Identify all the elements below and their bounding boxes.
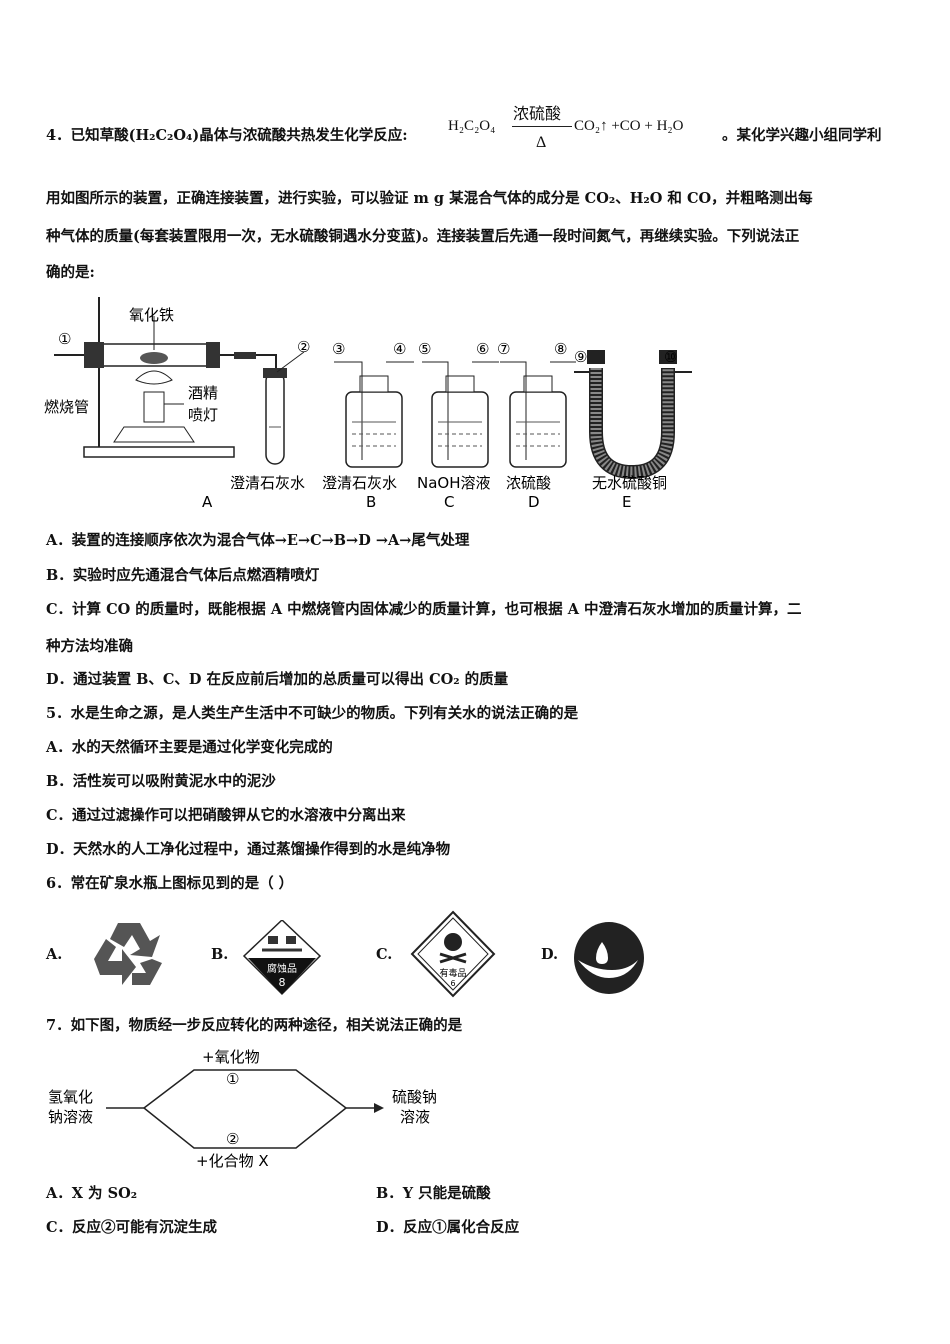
q4-equation-condition-bottom: Δ bbox=[536, 134, 547, 151]
q4-stem-part2: 。某化学兴趣小组同学利 bbox=[722, 127, 882, 144]
bottle-C bbox=[422, 361, 499, 468]
diagram-path-top bbox=[143, 1069, 347, 1109]
diagram-end-line2: 溶液 bbox=[400, 1108, 430, 1126]
q4-equation-products: CO₂↑ +CO + H₂O bbox=[574, 118, 684, 134]
stand-base bbox=[83, 446, 235, 458]
port-3-label: ③ bbox=[332, 340, 345, 358]
water-saving-icon[interactable] bbox=[572, 920, 646, 996]
port-7-label: ⑦ bbox=[497, 340, 510, 358]
corrosive-label: 腐蚀品 bbox=[267, 962, 297, 975]
diagram-start-line2: 钠溶液 bbox=[48, 1108, 93, 1126]
q7-stem: 7．如下图，物质经一步反应转化的两种途径，相关说法正确的是 bbox=[46, 1017, 463, 1034]
diagram-path-bottom bbox=[143, 1107, 347, 1149]
port-6-label: ⑥ bbox=[476, 340, 489, 358]
q4-stem-line2: 用如图所示的装置，正确连接装置，进行实验，可以验证 m g 某混合气体的成分是 … bbox=[46, 190, 813, 207]
q4-stem-part1: 4．已知草酸(H₂C₂O₄)晶体与浓硫酸共热发生化学反应: bbox=[46, 127, 408, 144]
label-device-C: C bbox=[444, 493, 454, 510]
port-5-label: ⑤ bbox=[418, 340, 431, 358]
diagram-bottom-label: +化合物 X bbox=[196, 1152, 269, 1170]
q4-equation-reactant: H₂C₂O₄ bbox=[448, 118, 496, 134]
label-liquid-D: 浓硫酸 bbox=[506, 474, 551, 492]
diagram-bottom-num: ② bbox=[226, 1130, 239, 1148]
q4-option-c[interactable]: C．计算 CO 的质量时，既能根据 A 中燃烧管内固体减少的质量计算，也可根据 … bbox=[46, 601, 802, 618]
label-liquid-C: NaOH溶液 bbox=[417, 474, 491, 492]
q5-stem: 5．水是生命之源，是人类生产生活中不可缺少的物质。下列有关水的说法正确的是 bbox=[46, 705, 579, 722]
q6-option-a-letter[interactable]: A. bbox=[46, 946, 63, 963]
diagram-top-label: +氧化物 bbox=[202, 1048, 260, 1066]
toxic-class: 6 bbox=[450, 979, 455, 988]
diagram-top-num: ① bbox=[226, 1070, 239, 1088]
port-4-label: ④ bbox=[393, 340, 406, 358]
port-9-label: ⑨ bbox=[574, 348, 587, 366]
q7-reaction-diagram: 氢氧化 钠溶液 +氧化物 ① ② +化合物 X 硫酸钠 溶液 bbox=[48, 1048, 437, 1170]
q6-option-d-letter[interactable]: D. bbox=[541, 946, 559, 963]
toxic-label: 有毒品 bbox=[439, 967, 466, 979]
skull-icon bbox=[444, 933, 462, 951]
q7-option-a[interactable]: A．X 为 SO₂ bbox=[46, 1185, 138, 1202]
label-liquid-A: 澄清石灰水 bbox=[230, 474, 305, 492]
q7-option-c[interactable]: C．反应②可能有沉淀生成 bbox=[46, 1219, 218, 1236]
diagram-arrowhead bbox=[374, 1103, 384, 1113]
label-lamp-2: 喷灯 bbox=[188, 406, 218, 424]
q6-stem: 6．常在矿泉水瓶上图标见到的是（ ） bbox=[46, 875, 294, 892]
q4-option-c-cont: 种方法均准确 bbox=[46, 638, 133, 655]
port-8-label: ⑧ bbox=[554, 340, 567, 358]
q4-stem-line4: 确的是: bbox=[46, 264, 95, 281]
port-2-label: ② bbox=[297, 338, 310, 356]
q4-equation-arrow-line bbox=[512, 126, 572, 127]
q4-option-b[interactable]: B．实验时应先通混合气体后点燃酒精喷灯 bbox=[46, 567, 320, 584]
q5-option-a[interactable]: A．水的天然循环主要是通过化学变化完成的 bbox=[46, 739, 333, 756]
u-tube-E bbox=[574, 350, 692, 480]
q4-equation-condition-top: 浓硫酸 bbox=[513, 106, 562, 123]
bottle-B bbox=[334, 361, 414, 468]
corrosive-hazard-icon[interactable]: 腐蚀品 8 bbox=[242, 920, 322, 996]
water-drop-icon bbox=[596, 942, 608, 964]
tube-to-A bbox=[259, 354, 277, 370]
q7-option-b[interactable]: B．Y 只能是硫酸 bbox=[376, 1185, 491, 1202]
label-liquid-B: 澄清石灰水 bbox=[322, 474, 397, 492]
q6-option-b-letter[interactable]: B. bbox=[211, 946, 229, 963]
q4-apparatus-figure: ① 氧化铁 酒精 喷灯 燃烧管 ② 澄清石灰水 A ③ ④ 澄清石灰水 B ⑤ … bbox=[44, 297, 692, 510]
q5-option-d[interactable]: D．天然水的人工净化过程中，通过蒸馏操作得到的水是纯净物 bbox=[46, 841, 451, 858]
diagram-start-line1: 氢氧化 bbox=[48, 1088, 93, 1106]
port-10-label: ⑩ bbox=[664, 348, 677, 366]
q4-option-a[interactable]: A．装置的连接顺序依次为混合气体→E→C→B→D →A→尾气处理 bbox=[46, 532, 470, 549]
rubber-joint bbox=[234, 352, 256, 359]
tube-stopper-right bbox=[206, 342, 220, 368]
label-device-D: D bbox=[528, 493, 540, 510]
corrosive-class: 8 bbox=[279, 976, 286, 989]
test-tube-A-stopper bbox=[263, 368, 287, 378]
label-iron-oxide: 氧化铁 bbox=[129, 306, 174, 324]
toxic-hazard-icon[interactable]: 有毒品 6 bbox=[410, 910, 496, 998]
label-device-E: E bbox=[622, 493, 631, 510]
tube-stopper-left bbox=[84, 342, 104, 368]
label-device-B: B bbox=[366, 493, 376, 510]
test-tube-A-outlet bbox=[276, 351, 305, 373]
label-combustion-tube: 燃烧管 bbox=[44, 398, 89, 416]
recycle-icon[interactable] bbox=[88, 915, 170, 997]
q7-option-d[interactable]: D．反应①属化合反应 bbox=[376, 1219, 520, 1236]
q4-stem-line3: 种气体的质量(每套装置限用一次，无水硫酸铜遇水分变蓝)。连接装置后先通一段时间氮… bbox=[46, 228, 800, 245]
lamp-base bbox=[113, 426, 195, 443]
q5-option-c[interactable]: C．通过过滤操作可以把硝酸钾从它的水溶液中分离出来 bbox=[46, 807, 406, 824]
label-device-A: A bbox=[202, 493, 213, 510]
diagram-end-line1: 硫酸钠 bbox=[392, 1088, 437, 1106]
lamp-flame bbox=[135, 370, 173, 385]
port-1-label: ① bbox=[58, 330, 71, 348]
iron-oxide-powder bbox=[140, 352, 168, 364]
q4-option-d[interactable]: D．通过装置 B、C、D 在反应前后增加的总质量可以得出 CO₂ 的质量 bbox=[46, 671, 509, 688]
lamp-body bbox=[143, 391, 165, 423]
test-tube-A bbox=[265, 371, 285, 465]
q6-option-c-letter[interactable]: C. bbox=[376, 946, 393, 963]
q5-option-b[interactable]: B．活性炭可以吸附黄泥水中的泥沙 bbox=[46, 773, 276, 790]
bottle-D bbox=[500, 361, 576, 468]
label-liquid-E: 无水硫酸铜 bbox=[592, 474, 667, 492]
label-lamp-1: 酒精 bbox=[188, 384, 218, 402]
